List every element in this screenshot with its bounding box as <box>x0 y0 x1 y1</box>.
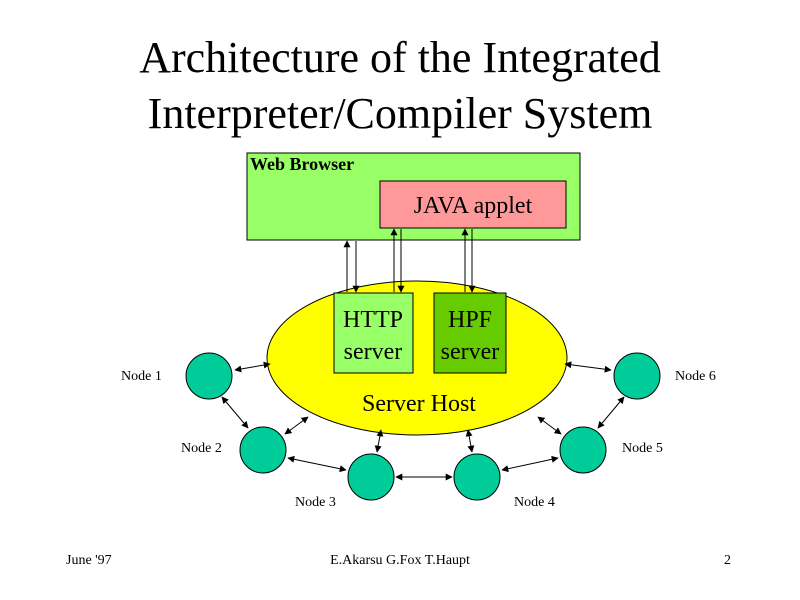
link-node5-node6 <box>597 396 625 429</box>
link-node2-node3 <box>287 455 347 473</box>
footer-authors: E.Akarsu G.Fox T.Haupt <box>330 553 470 568</box>
hpf-server-box <box>433 292 507 374</box>
title-line-2: Interpreter/Compiler System <box>147 89 653 138</box>
node-2-label: Node 2 <box>181 441 222 456</box>
http-server-box <box>333 292 414 374</box>
title-line-1: Architecture of the Integrated <box>139 33 661 82</box>
node-6-circle <box>613 352 661 400</box>
link-node2-host <box>284 416 309 435</box>
node-5-label: Node 5 <box>622 441 663 456</box>
http-server-label-line1: HTTP <box>343 307 403 333</box>
link-node3-host <box>374 429 384 453</box>
link-node1-host <box>234 361 271 373</box>
node-1-label: Node 1 <box>121 369 162 384</box>
server-host-label: Server Host <box>362 391 476 417</box>
node-4-circle <box>453 453 501 501</box>
node-5-circle <box>559 426 607 474</box>
http-server-label-line2: server <box>344 339 403 365</box>
node-4-label: Node 4 <box>514 495 555 510</box>
footer-date: June '97 <box>66 553 112 568</box>
java-applet-box <box>379 180 567 229</box>
link-node1-node2 <box>221 396 249 429</box>
footer-page-number: 2 <box>724 553 731 568</box>
node-3-label: Node 3 <box>295 495 336 510</box>
java-applet-label: JAVA applet <box>414 193 533 219</box>
web-browser-label: Web Browser <box>250 154 354 174</box>
link-node5-host <box>537 416 562 435</box>
slide-title: Architecture of the Integrated Interpret… <box>0 30 800 142</box>
node-2-circle <box>239 426 287 474</box>
node-1-circle <box>185 352 233 400</box>
node-3-circle <box>347 453 395 501</box>
hpf-server-label-line2: server <box>441 339 500 365</box>
link-node6-host <box>564 361 612 373</box>
node-6-label: Node 6 <box>675 369 716 384</box>
link-node4-host <box>465 429 475 453</box>
link-node4-node5 <box>501 455 559 473</box>
hpf-server-label-line1: HPF <box>448 307 492 333</box>
